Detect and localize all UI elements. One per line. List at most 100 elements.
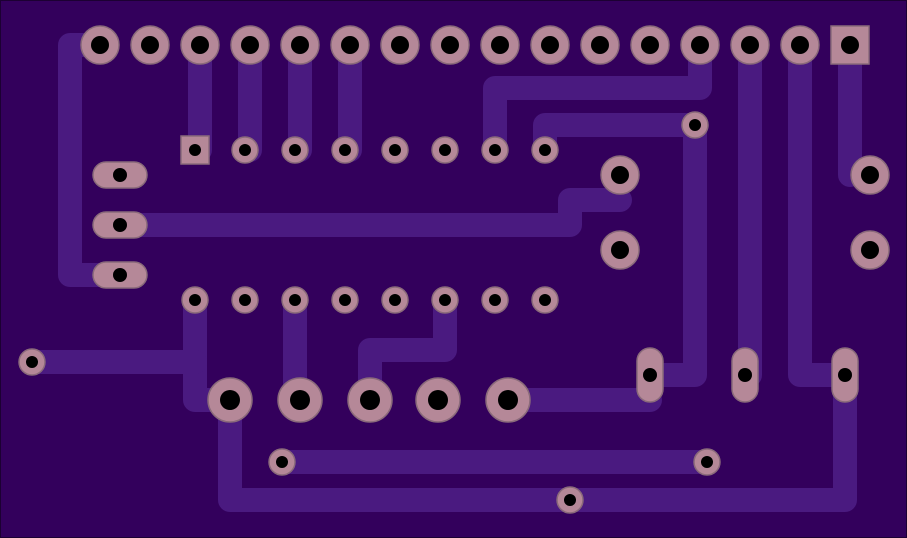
ic-top-pin-2-hole bbox=[239, 144, 251, 156]
header-pin-3 bbox=[180, 25, 220, 65]
bottom-large-pad-5 bbox=[485, 377, 531, 423]
header-pin-14 bbox=[730, 25, 770, 65]
pad-mid-2 bbox=[600, 230, 640, 270]
header-pin-12 bbox=[630, 25, 670, 65]
header-pin-16-hole bbox=[841, 36, 859, 54]
left-oval-pad-2-hole bbox=[113, 218, 127, 232]
ic-top-pin-4 bbox=[331, 136, 359, 164]
ic-bottom-pin-2 bbox=[231, 286, 259, 314]
pad-mid-1 bbox=[600, 155, 640, 195]
header-pin-13 bbox=[680, 25, 720, 65]
header-pin-8 bbox=[430, 25, 470, 65]
vertical-oval-pad-3 bbox=[831, 347, 859, 403]
pad-mid-2-hole bbox=[611, 241, 629, 259]
ic-top-pin-7-hole bbox=[489, 144, 501, 156]
header-pin-15 bbox=[780, 25, 820, 65]
header-pin-6 bbox=[330, 25, 370, 65]
via-3 bbox=[268, 448, 296, 476]
bottom-large-pad-5-hole bbox=[498, 390, 518, 410]
bottom-large-pad-4 bbox=[415, 377, 461, 423]
header-pin-5 bbox=[280, 25, 320, 65]
via-1-hole bbox=[689, 119, 701, 131]
bottom-large-pad-1-hole bbox=[220, 390, 240, 410]
ic-bottom-pin-2-hole bbox=[239, 294, 251, 306]
ic-top-pin-7 bbox=[481, 136, 509, 164]
header-pin-5-hole bbox=[291, 36, 309, 54]
pad-mid-1-hole bbox=[611, 166, 629, 184]
via-3-hole bbox=[276, 456, 288, 468]
left-oval-pad-1 bbox=[92, 161, 148, 189]
header-pin-1-hole bbox=[91, 36, 109, 54]
header-pin-9-hole bbox=[491, 36, 509, 54]
header-pin-11-hole bbox=[591, 36, 609, 54]
header-pin-16 bbox=[830, 25, 870, 65]
ic-bottom-pin-5-hole bbox=[389, 294, 401, 306]
via-4 bbox=[693, 448, 721, 476]
via-5-hole bbox=[564, 494, 576, 506]
vertical-oval-pad-2-hole bbox=[738, 368, 752, 382]
ic-top-pin-8-hole bbox=[539, 144, 551, 156]
left-oval-pad-3 bbox=[92, 261, 148, 289]
header-pin-6-hole bbox=[341, 36, 359, 54]
trace-13 bbox=[358, 288, 457, 412]
ic-bottom-pin-1-hole bbox=[189, 294, 201, 306]
ic-top-pin-5 bbox=[381, 136, 409, 164]
ic-top-pin-5-hole bbox=[389, 144, 401, 156]
ic-top-pin-6 bbox=[431, 136, 459, 164]
header-pin-10 bbox=[530, 25, 570, 65]
ic-top-pin-3-hole bbox=[289, 144, 301, 156]
header-pin-7 bbox=[380, 25, 420, 65]
ic-bottom-pin-4 bbox=[331, 286, 359, 314]
header-pin-11 bbox=[580, 25, 620, 65]
via-1 bbox=[681, 111, 709, 139]
header-pin-14-hole bbox=[741, 36, 759, 54]
ic-top-pin-2 bbox=[231, 136, 259, 164]
ic-top-pin-1-hole bbox=[189, 144, 201, 156]
trace-18 bbox=[218, 363, 857, 512]
header-pin-1 bbox=[80, 25, 120, 65]
header-pin-15-hole bbox=[791, 36, 809, 54]
via-4-hole bbox=[701, 456, 713, 468]
vertical-oval-pad-1-hole bbox=[643, 368, 657, 382]
ic-bottom-pin-1 bbox=[181, 286, 209, 314]
header-pin-3-hole bbox=[191, 36, 209, 54]
pad-right-2-hole bbox=[861, 241, 879, 259]
header-pin-8-hole bbox=[441, 36, 459, 54]
trace-8 bbox=[108, 188, 632, 237]
bottom-large-pad-2 bbox=[277, 377, 323, 423]
bottom-large-pad-4-hole bbox=[428, 390, 448, 410]
trace-12 bbox=[638, 113, 707, 387]
left-oval-pad-2 bbox=[92, 211, 148, 239]
ic-top-pin-1 bbox=[180, 135, 210, 165]
ic-bottom-pin-3 bbox=[281, 286, 309, 314]
via-2-hole bbox=[26, 356, 38, 368]
ic-bottom-pin-6-hole bbox=[439, 294, 451, 306]
header-pin-4 bbox=[230, 25, 270, 65]
header-pin-12-hole bbox=[641, 36, 659, 54]
pad-right-2 bbox=[850, 230, 890, 270]
ic-bottom-pin-8-hole bbox=[539, 294, 551, 306]
via-2 bbox=[18, 348, 46, 376]
ic-bottom-pin-7-hole bbox=[489, 294, 501, 306]
header-pin-2 bbox=[130, 25, 170, 65]
header-pin-9 bbox=[480, 25, 520, 65]
vertical-oval-pad-1 bbox=[636, 347, 664, 403]
header-pin-4-hole bbox=[241, 36, 259, 54]
ic-bottom-pin-5 bbox=[381, 286, 409, 314]
pad-right-1-hole bbox=[861, 166, 879, 184]
vertical-oval-pad-2 bbox=[731, 347, 759, 403]
bottom-large-pad-3-hole bbox=[360, 390, 380, 410]
header-pin-13-hole bbox=[691, 36, 709, 54]
left-oval-pad-3-hole bbox=[113, 268, 127, 282]
pad-right-1 bbox=[850, 155, 890, 195]
ic-bottom-pin-3-hole bbox=[289, 294, 301, 306]
vertical-oval-pad-3-hole bbox=[838, 368, 852, 382]
ic-top-pin-6-hole bbox=[439, 144, 451, 156]
ic-top-pin-3 bbox=[281, 136, 309, 164]
trace-6 bbox=[483, 33, 712, 162]
ic-bottom-pin-6 bbox=[431, 286, 459, 314]
left-oval-pad-1-hole bbox=[113, 168, 127, 182]
ic-top-pin-4-hole bbox=[339, 144, 351, 156]
